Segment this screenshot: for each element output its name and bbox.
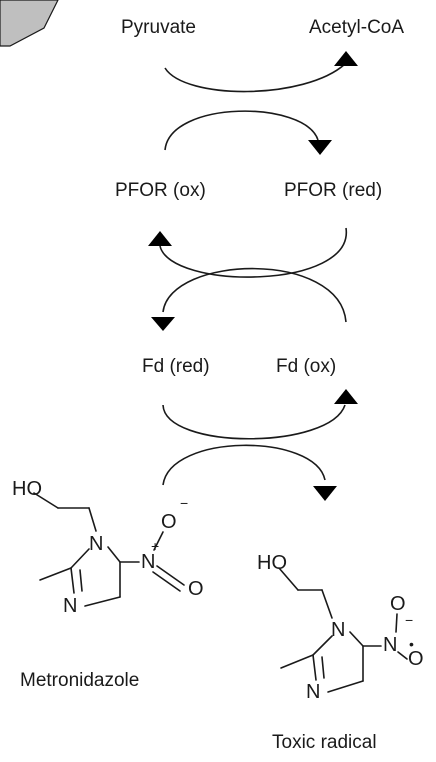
pyruvate-label: Pyruvate [121,17,196,38]
metronidazole-minus: − [180,495,188,511]
fd-ox-label: Fd (ox) [276,356,336,377]
metronidazole-o-top: O [161,511,177,533]
pyruvate-to-acetylcoa-arc [164,63,346,93]
radical-minus: − [405,612,413,628]
metronidazole-nitro-n: N [141,551,155,573]
fd-red-label: Fd (red) [142,356,210,377]
pfor-ox-label: PFOR (ox) [115,180,206,201]
metronidazole-n1: N [89,533,103,555]
fd-ox-arrowhead [334,389,358,404]
radical-n3: N [306,681,320,703]
pfor-ox-to-red-arc [164,110,319,151]
metronidazole-plus: + [151,538,159,554]
metronidazole-o-right: O [188,578,204,600]
pfor-red-to-ox-arc [159,227,347,278]
metronidazole-n3: N [63,595,77,617]
acetyl-coa-label: Acetyl-CoA [309,17,404,38]
pfor-red-arrowhead [308,140,332,155]
metronidazole-to-radical-arc [162,444,326,486]
metronidazole-ho: HO [12,478,42,500]
radical-ho: HO [257,552,287,574]
fd-red-to-ox-arc [162,404,346,440]
radical-dot: • [409,636,414,652]
toxic-radical-label: Toxic radical [272,732,377,753]
fd-ox-to-red-arc [162,267,347,323]
radical-n1: N [331,619,345,641]
toxic-radical-structure: HO N N N O − O • [257,552,424,703]
metronidazole-structure: HO N N N + O − O [12,478,204,617]
fd-red-arrowhead [151,317,175,331]
radical-nitro-n: N [383,634,397,656]
acetylcoa-arrowhead [334,51,358,66]
corner-decoration [0,0,59,47]
toxic-radical-arrowhead [313,486,337,501]
pfor-red-label: PFOR (red) [284,180,382,201]
pfor-ox-arrowhead [148,231,172,246]
radical-o-top: O [390,593,406,615]
metronidazole-label: Metronidazole [20,670,139,691]
radical-o-right: O [408,648,424,670]
